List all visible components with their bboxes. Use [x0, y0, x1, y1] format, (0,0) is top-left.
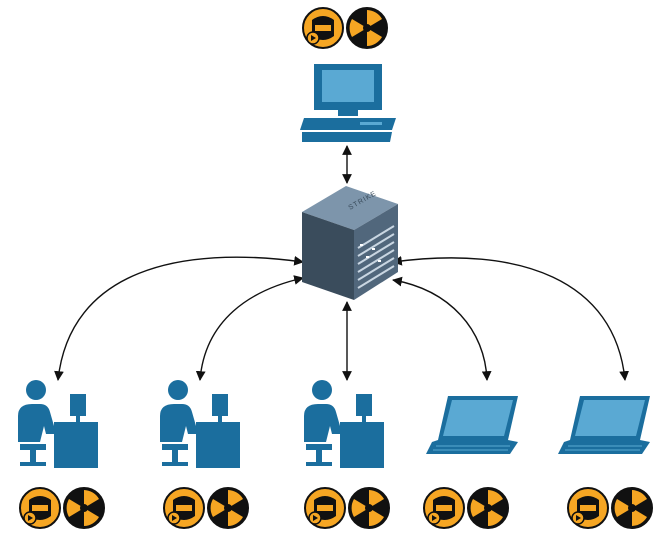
user-at-desk-icon — [160, 380, 240, 468]
connections — [54, 145, 629, 381]
workstation-3 — [304, 380, 390, 529]
link-ws-1 — [54, 255, 304, 381]
node-badges — [304, 487, 390, 529]
node-badges — [567, 487, 653, 529]
workstation-1 — [18, 380, 105, 529]
server-rack-icon: STRIKE — [302, 186, 398, 300]
laptop-icon — [425, 395, 519, 455]
laptop-2 — [557, 395, 653, 529]
link-laptop-1 — [392, 276, 492, 381]
link-ws-2 — [195, 275, 304, 381]
node-badges — [19, 487, 105, 529]
workstation-2 — [160, 380, 249, 529]
laptop-icon — [557, 395, 651, 455]
user-at-desk-icon — [18, 380, 98, 468]
laptop-1 — [423, 395, 519, 529]
node-badges — [423, 487, 509, 529]
node-badges — [163, 487, 249, 529]
user-at-desk-icon — [304, 380, 384, 468]
link-laptop-2 — [392, 255, 629, 381]
top-node-badges — [302, 7, 388, 49]
desktop-computer-icon — [300, 64, 396, 142]
